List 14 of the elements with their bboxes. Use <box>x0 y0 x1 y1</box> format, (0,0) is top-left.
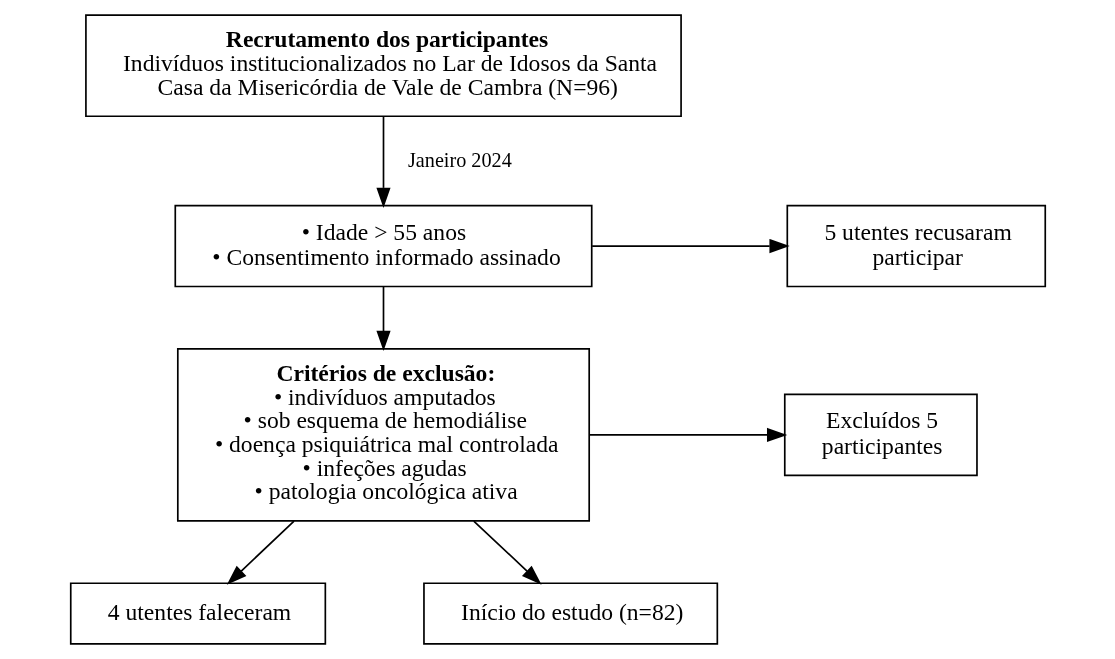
node-box: Início do estudo (n=82) <box>422 582 718 645</box>
arrow <box>588 427 787 442</box>
node-box: • Idade > 55 anos • Consentimento informado assinado <box>173 204 593 288</box>
arrow <box>590 238 790 254</box>
node-box: Recrutamento dos participantes Indivíduos institucionalizados no Lar de Idosos da Santa Casa da Misericórdia de Vale de Cambra (N=96) <box>84 14 682 118</box>
arrow <box>375 285 391 352</box>
edge-label: Janeiro 2024 <box>407 148 512 171</box>
arrow <box>226 520 295 585</box>
node-box: Critérios de exclusão: • indivíduos amputados • sob esquema de hemodiálise • doença psiquiátrica mal controlada • infeções agudas • patologia oncológica ativa <box>176 348 590 522</box>
arrow <box>375 115 391 208</box>
node-box: 5 utentes recusaram participar <box>785 204 1046 288</box>
node-box: Excluídos 5 participantes <box>783 393 978 477</box>
node-box: 4 utentes faleceram <box>69 582 326 645</box>
arrow <box>472 520 542 585</box>
